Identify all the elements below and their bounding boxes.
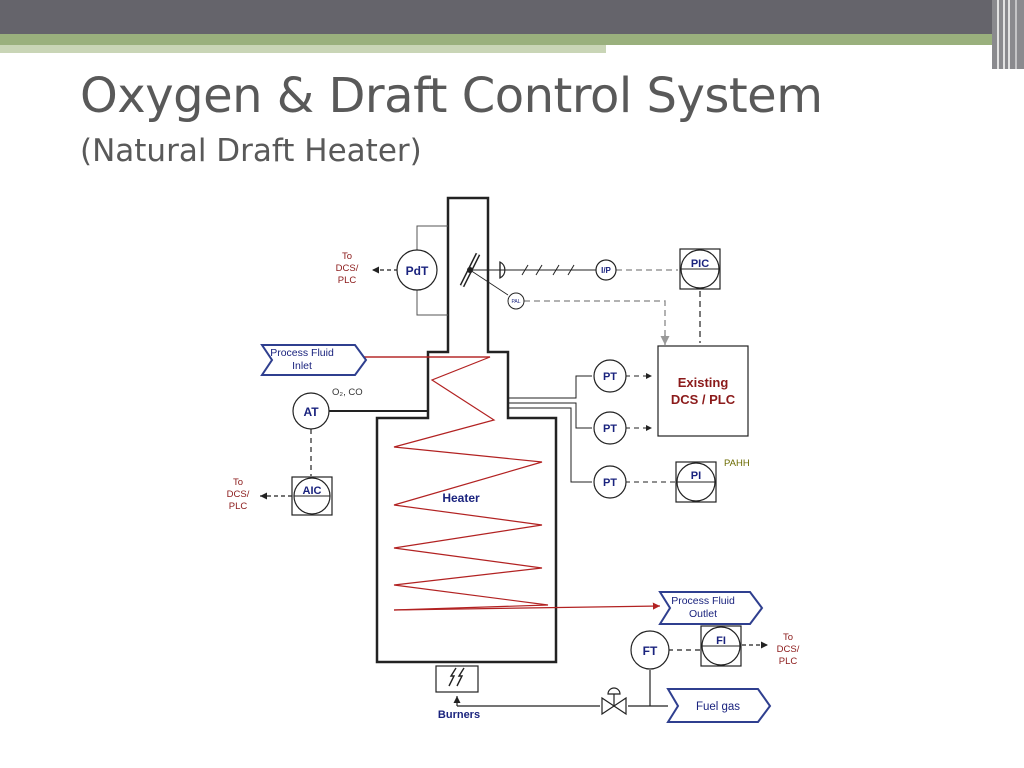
- pic-tag: PIC: [691, 258, 709, 270]
- existing-dcs-label-2: DCS / PLC: [671, 392, 736, 407]
- pahh-label: PAHH: [724, 458, 750, 469]
- ft-instrument: FT: [630, 630, 670, 670]
- fuel-gas-tag: [666, 688, 772, 723]
- pt-instrument-3: PT: [593, 465, 627, 499]
- heater-vessel: [375, 196, 558, 664]
- title-bar-band: [0, 0, 1024, 34]
- pi-indicator: PI: [675, 461, 717, 503]
- ip-tag: I/P: [601, 266, 611, 275]
- at-process-tap: [328, 404, 429, 412]
- pdt-impulse-lines: [416, 225, 448, 316]
- ip-transducer: I/P: [595, 259, 617, 281]
- pi-tag: PI: [691, 470, 701, 482]
- control-valve-icon: [601, 687, 627, 716]
- existing-dcs-box: [657, 345, 749, 437]
- to-dcs-left-2: DCS/: [227, 489, 250, 500]
- at-instrument: AT: [292, 392, 330, 430]
- outlet-line: [393, 602, 661, 611]
- electronic-signal-lines: [524, 269, 678, 340]
- decorative-stripes: [992, 0, 1024, 69]
- process-fluid-outlet-tag: [658, 591, 764, 625]
- accent-band-light: [0, 45, 1024, 53]
- to-dcs-label-left: To DCS/ PLC: [227, 477, 250, 512]
- to-dcs-left-3: PLC: [229, 501, 248, 512]
- fuel-gas-line: [453, 670, 668, 707]
- flame-icon: [448, 667, 465, 687]
- outlet-label-2: Outlet: [689, 608, 717, 620]
- burner-box: [435, 665, 479, 693]
- to-dcs-top-1: To: [342, 251, 352, 262]
- to-dcs-top-2: DCS/: [336, 263, 359, 274]
- pt1-tag: PT: [603, 371, 617, 383]
- at-tag: AT: [303, 405, 319, 419]
- pt3-tag: PT: [603, 477, 617, 489]
- o2-co-label: O₂, CO: [332, 387, 363, 398]
- aic-tag: AIC: [303, 485, 322, 497]
- process-fluid-inlet-tag: [260, 344, 368, 376]
- pt-instrument-2: PT: [593, 411, 627, 445]
- pt-impulse-lines: [508, 375, 592, 483]
- pic-controller: PIC: [679, 248, 721, 290]
- to-dcs-right-1: To: [783, 632, 793, 643]
- to-dcs-top-3: PLC: [338, 275, 357, 286]
- outlet-label-1: Process Fluid: [671, 595, 735, 607]
- fi-tag: FI: [716, 635, 726, 647]
- slide-subtitle: (Natural Draft Heater): [80, 133, 422, 169]
- aic-controller: AIC: [291, 476, 333, 516]
- heater-coil: [358, 356, 549, 611]
- existing-dcs-label-1: Existing: [678, 375, 729, 390]
- ft-tag: FT: [643, 644, 658, 658]
- fi-indicator: FI: [700, 625, 742, 667]
- burners-label: Burners: [438, 709, 480, 721]
- slide-title: Oxygen & Draft Control System: [80, 68, 823, 124]
- pt-signal-lines: [625, 373, 675, 483]
- inlet-label-1: Process Fluid: [270, 347, 334, 359]
- to-dcs-left-1: To: [233, 477, 243, 488]
- to-dcs-right-3: PLC: [779, 656, 798, 667]
- to-dcs-label-top: To DCS/ PLC: [336, 251, 359, 286]
- fuel-gas-label: Fuel gas: [696, 701, 740, 713]
- to-dcs-label-right: To DCS/ PLC: [777, 632, 800, 667]
- pdt-instrument: PdT: [396, 249, 438, 291]
- pt2-tag: PT: [603, 423, 617, 435]
- pdt-tag: PdT: [406, 264, 429, 278]
- pal-tag: PAL: [511, 299, 520, 305]
- damper-icon: [459, 252, 510, 296]
- accent-band: [0, 34, 1024, 45]
- heater-label: Heater: [442, 491, 480, 505]
- pal-switch: PAL: [507, 292, 525, 310]
- pt-instrument-1: PT: [593, 359, 627, 393]
- pneumatic-signal: [510, 264, 596, 276]
- inlet-label-2: Inlet: [292, 360, 312, 372]
- accent-band-cutout: [606, 45, 1024, 69]
- to-dcs-right-2: DCS/: [777, 644, 800, 655]
